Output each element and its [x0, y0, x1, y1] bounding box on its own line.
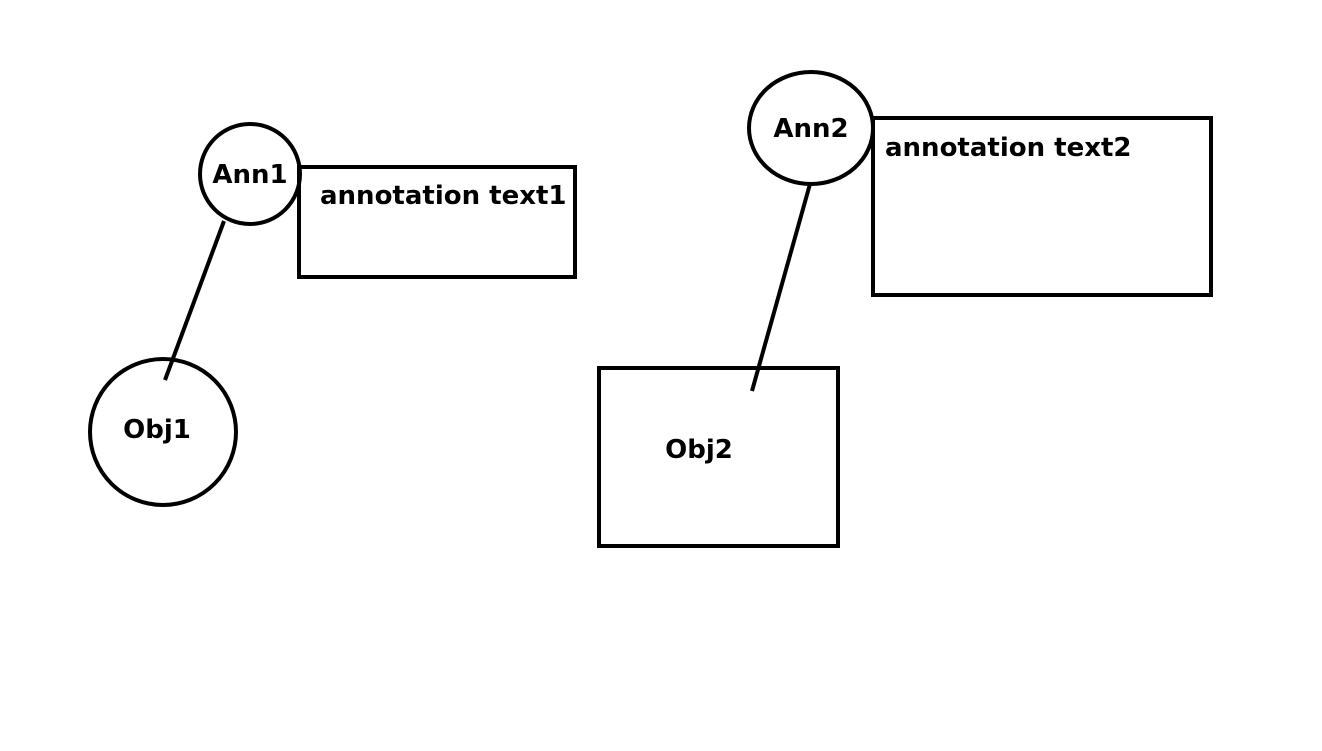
object-group-2: Obj2: [597, 183, 840, 548]
obj1-node[interactable]: [88, 357, 238, 507]
annotation-text2-box[interactable]: [871, 116, 1213, 297]
annotation-text1: annotation text1: [320, 181, 567, 211]
annotation-group-2: Ann2 annotation text2: [747, 70, 1213, 297]
annotation-text1-box[interactable]: [297, 165, 577, 279]
obj2-label: Obj2: [665, 435, 733, 465]
object-group-1: Obj1: [88, 220, 238, 507]
obj2-node[interactable]: [597, 366, 840, 548]
annotation-text2: annotation text2: [885, 133, 1132, 163]
ann2-label: Ann2: [773, 114, 848, 144]
connector-ann2-obj2: [750, 183, 812, 392]
connector-ann1-obj1: [163, 220, 226, 381]
ann1-label: Ann1: [212, 160, 287, 190]
obj1-label: Obj1: [123, 415, 191, 445]
annotation-group-1: Ann1 annotation text1: [198, 122, 577, 279]
